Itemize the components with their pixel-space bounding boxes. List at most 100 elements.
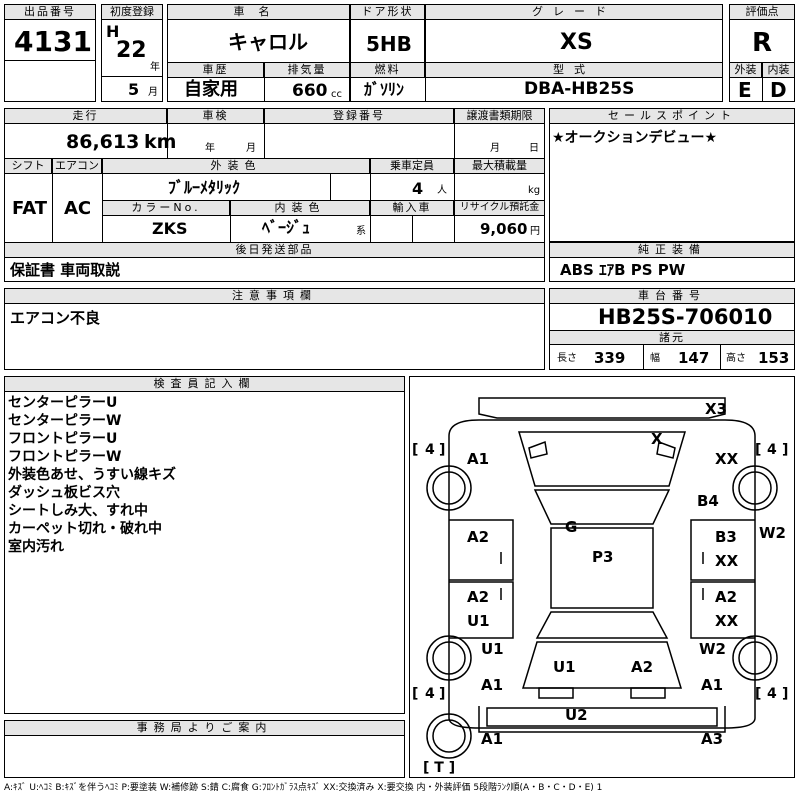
shift: FAT: [12, 198, 48, 219]
bracket: ]: [439, 686, 445, 702]
exterior-grade: E: [738, 78, 752, 102]
office-label: 事務局よりご案内: [4, 720, 405, 736]
damage-mark: U1: [481, 640, 504, 658]
month-unit: 月: [148, 87, 158, 98]
damage-mark: A3: [701, 730, 723, 748]
tire-tread-fl: 4: [425, 442, 435, 458]
bracket: ]: [439, 442, 445, 458]
tire-tread-fr: 4: [767, 442, 777, 458]
mileage-label: 走行: [4, 108, 167, 124]
damage-mark: U2: [565, 706, 588, 724]
damage-mark: A1: [481, 676, 503, 694]
door-label: ドア形状: [350, 4, 425, 20]
recycle-fee: 9,060: [480, 220, 528, 238]
cc-label: 排気量: [264, 62, 350, 78]
capacity-label: 乗車定員: [370, 158, 454, 174]
transfer-month-unit: 月: [490, 143, 500, 154]
inspector-line: センターピラーU: [8, 395, 118, 411]
damage-mark: U1: [467, 612, 490, 630]
car-damage-diagram: X3 X A1 XX B4 G A2 P3 B3 XX W2 A2 A2 U1 …: [412, 397, 788, 776]
grade-label: グレード: [425, 4, 723, 20]
car-name-label: 車名: [167, 4, 350, 20]
score-label: 評価点: [729, 4, 795, 20]
mileage-unit: km: [144, 131, 177, 153]
registration-label: 初度登録: [101, 4, 163, 20]
dims-label: 諸元: [549, 330, 795, 345]
legend: A:ｷｽﾞ U:ﾍｺﾐ B:ｷｽﾞを伴うﾍｺﾐ P:要塗装 W:補修跡 S:錆 …: [4, 783, 603, 793]
grade: XS: [560, 30, 593, 55]
inspector-line: フロントピラーU: [8, 431, 118, 447]
model-code: DBA-HB25S: [524, 79, 635, 99]
inspector-line: フロントピラーW: [8, 449, 122, 465]
height: 153: [758, 349, 790, 367]
inspection-label: 車検: [167, 108, 264, 124]
notes-label: 注意事項欄: [4, 288, 545, 304]
fuel: ｶﾞｿﾘﾝ: [364, 80, 405, 99]
damage-mark: A1: [701, 676, 723, 694]
inspector-notes: センターピラーU センターピラーW フロントピラーU フロントピラーW 外装色あ…: [8, 394, 176, 556]
damage-mark: A1: [481, 730, 503, 748]
bracket: ]: [782, 442, 788, 458]
damage-mark: A1: [467, 450, 489, 468]
shift-label: シフト: [4, 158, 52, 174]
tire-tread-rl: 4: [425, 686, 435, 702]
damage-mark: U1: [553, 658, 576, 676]
damage-mark: G: [565, 518, 577, 536]
year-unit: 年: [150, 62, 160, 73]
notes-value: エアコン不良: [10, 309, 101, 327]
damage-mark: B4: [697, 492, 719, 510]
damage-mark: XX: [715, 552, 739, 570]
length: 339: [594, 349, 626, 367]
inspector-line: ダッシュ板ビス穴: [8, 485, 120, 501]
color-number: ZKS: [152, 219, 188, 238]
damage-mark: A2: [631, 658, 653, 676]
color-label: 外装色: [102, 158, 370, 174]
colorno-label: カラーNo.: [102, 200, 230, 216]
chassis-label: 車台番号: [549, 288, 795, 304]
bracket: [: [755, 686, 761, 702]
height-label: 高さ: [726, 353, 746, 364]
inspection-year-unit: 年: [205, 143, 215, 154]
damage-mark: A2: [467, 588, 489, 606]
cc-unit: cc: [331, 89, 342, 100]
chassis-number: HB25S-706010: [598, 305, 773, 329]
interior-color: ﾍﾞｰｼﾞｭ: [262, 218, 311, 237]
parts-value: 保証書 車両取説: [10, 261, 121, 279]
equipment-label: 純正装備: [549, 242, 795, 258]
ac-label: エアコン: [52, 158, 102, 174]
recycle-unit: 円: [530, 226, 540, 237]
spare-tire-label: [ T ]: [423, 760, 455, 776]
int-color-unit: 系: [356, 226, 366, 237]
damage-mark: A2: [715, 588, 737, 606]
load-label: 最大積載量: [454, 158, 545, 174]
era: H: [106, 22, 120, 41]
damage-mark: P3: [592, 548, 613, 566]
history: 自家用: [184, 79, 238, 100]
ac: AC: [64, 198, 92, 219]
bracket: [: [755, 442, 761, 458]
ext-label: 外装: [729, 62, 762, 78]
import-label: 輸入車: [370, 200, 454, 216]
inspector-line: 室内汚れ: [8, 539, 64, 555]
transfer-day-unit: 日: [529, 143, 539, 154]
inspector-line: 外装色あせ、うすい線キズ: [8, 467, 176, 483]
width: 147: [678, 349, 710, 367]
lot-label: 出品番号: [4, 4, 96, 20]
score: R: [752, 28, 773, 58]
damage-mark: XX: [715, 612, 739, 630]
bracket: [: [412, 442, 418, 458]
plate-label: 登録番号: [264, 108, 454, 124]
model-label: 型式: [425, 62, 723, 78]
damage-mark: W2: [699, 640, 726, 658]
damage-mark: W2: [759, 524, 786, 542]
damage-mark: X3: [705, 400, 727, 418]
damage-mark: X: [651, 430, 663, 448]
sales-point-cell: [549, 108, 795, 242]
reg-year: 22: [116, 38, 147, 63]
history-label: 車歴: [167, 62, 264, 78]
tire-tread-rr: 4: [767, 686, 777, 702]
inspector-label: 検査員記入欄: [4, 376, 405, 392]
damage-mark: A2: [467, 528, 489, 546]
transfer-label: 譲渡書類期限: [454, 108, 545, 124]
equipment: ABS ｴｱB PS PW: [560, 261, 686, 279]
